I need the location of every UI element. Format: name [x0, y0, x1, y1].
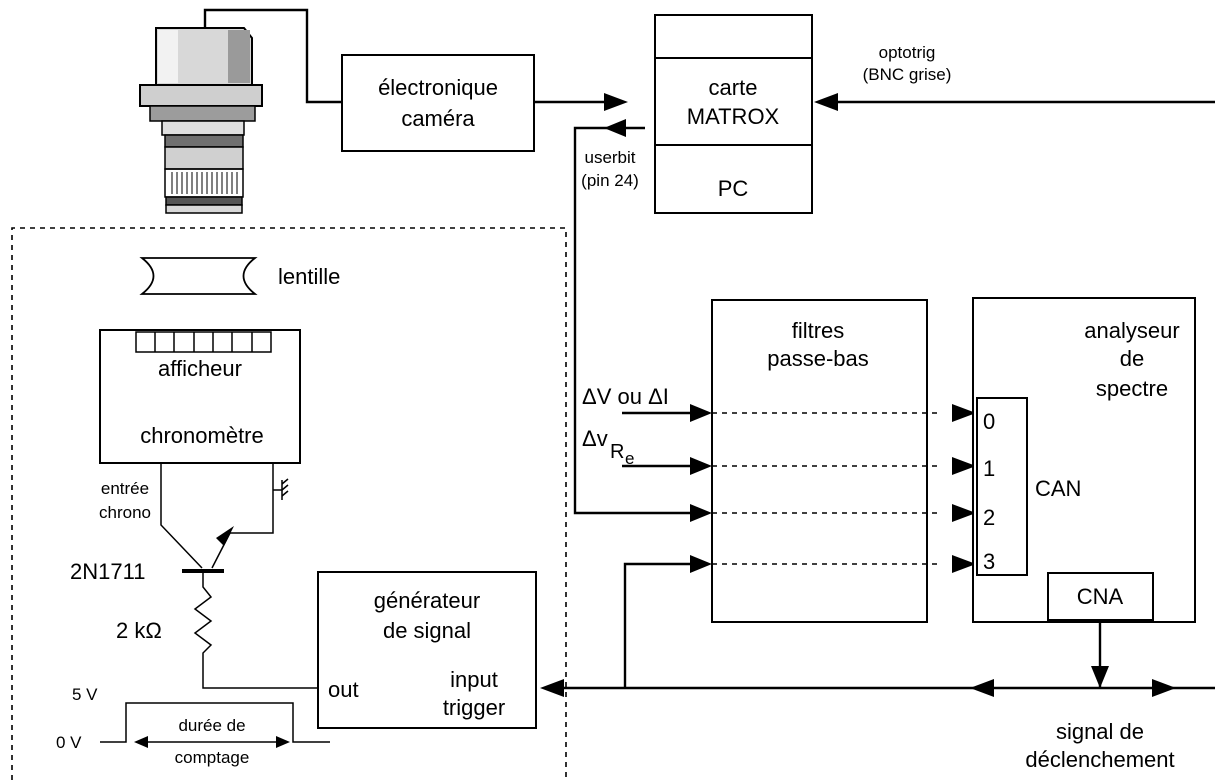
- generator-trigger-label-1: input: [450, 667, 498, 692]
- arrow-bus-right: [1152, 679, 1176, 697]
- input-dvr-sub: R: [610, 441, 624, 463]
- card-label-1: carte: [709, 75, 758, 100]
- arrow-input-dvr: [690, 457, 712, 475]
- lens-label: lentille: [278, 264, 340, 289]
- generator-trigger-label-2: trigger: [443, 695, 505, 720]
- analyzer-title-2: de: [1120, 346, 1144, 371]
- arrow-channel-3: [952, 555, 976, 573]
- arrow-channel-2: [952, 504, 976, 522]
- filters-title-1: filtres: [792, 318, 845, 343]
- userbit-label-2: (pin 24): [581, 171, 639, 190]
- can-label: CAN: [1035, 476, 1081, 501]
- trigger-signal-label-1: signal de: [1056, 719, 1144, 744]
- optotrig-label-2: (BNC grise): [863, 65, 952, 84]
- camera-electronics-label-2: caméra: [401, 106, 475, 131]
- pulse-high-label: 5 V: [72, 685, 98, 704]
- resistor-icon: [193, 573, 320, 689]
- resistor-label: 2 kΩ: [116, 618, 162, 643]
- chrono-input-label-1: entrée: [101, 479, 149, 498]
- userbit-label-1: userbit: [584, 148, 635, 167]
- duration-arrow-right: [276, 736, 290, 748]
- cna-box: [1047, 572, 1154, 621]
- arrow-channel-1: [952, 457, 976, 475]
- arrow-channel-0: [952, 404, 976, 422]
- analyzer-title-1: analyseur: [1084, 318, 1179, 343]
- display-segments: [135, 331, 272, 353]
- camera-icon: [139, 27, 263, 214]
- optotrig-label-1: optotrig: [879, 43, 936, 62]
- transistor-label: 2N1711: [70, 559, 145, 584]
- generator-out-label: out: [328, 677, 359, 702]
- generator-title-2: de signal: [383, 618, 471, 643]
- display-label: afficheur: [158, 356, 242, 381]
- arrow-into-card: [604, 93, 628, 111]
- trigger-to-filter-wire: [623, 562, 696, 688]
- duration-arrow-left: [134, 736, 148, 748]
- camera-electronics-label-1: électronique: [378, 75, 498, 100]
- input-dv-label: ΔV ou ΔI: [582, 384, 669, 409]
- channel-2-label: 2: [983, 505, 995, 530]
- duration-label-1: durée de: [178, 716, 245, 735]
- pulse-low-label: 0 V: [56, 733, 82, 752]
- chrono-input-label-2: chrono: [99, 503, 151, 522]
- arrow-userbit: [604, 119, 626, 137]
- analyzer-title-3: spectre: [1096, 376, 1168, 401]
- arrow-input-trigger: [690, 555, 712, 573]
- chrono-input-wire: [160, 463, 203, 569]
- pulse-waveform: [100, 702, 330, 743]
- generator-title-1: générateur: [374, 588, 480, 613]
- input-dvr-subsub: e: [625, 449, 634, 468]
- filters-title-2: passe-bas: [767, 346, 869, 371]
- ground-icon: [281, 478, 289, 500]
- card-label-2: MATROX: [687, 104, 780, 129]
- pc-label: PC: [718, 176, 749, 201]
- dashed-enclosure: [11, 227, 567, 780]
- chrono-ground-wire: [230, 463, 274, 534]
- filters-box: [711, 299, 928, 623]
- duration-label-2: comptage: [175, 748, 250, 767]
- cna-label: CNA: [1077, 584, 1124, 609]
- chrono-label: chronomètre: [140, 423, 264, 448]
- channel-0-label: 0: [983, 409, 995, 434]
- arrow-into-generator: [540, 679, 564, 697]
- arrow-input-userbit: [690, 504, 712, 522]
- arrow-bus-left: [970, 679, 994, 697]
- generator-box: [317, 571, 537, 729]
- arrow-input-dv: [690, 404, 712, 422]
- lens-icon: [139, 257, 258, 295]
- trigger-signal-label-2: déclenchement: [1025, 747, 1174, 772]
- arrow-optotrig: [814, 93, 838, 111]
- arrow-cna-down: [1091, 666, 1109, 688]
- channel-3-label: 3: [983, 549, 995, 574]
- camera-cable: [203, 8, 342, 104]
- matrox-card-box: [654, 57, 813, 146]
- transistor-emitter-arrow: [216, 526, 234, 546]
- camera-electronics-box: [341, 54, 535, 152]
- channel-1-label: 1: [983, 456, 995, 481]
- can-box: [976, 397, 1028, 576]
- input-dvr-label: Δv: [582, 426, 608, 451]
